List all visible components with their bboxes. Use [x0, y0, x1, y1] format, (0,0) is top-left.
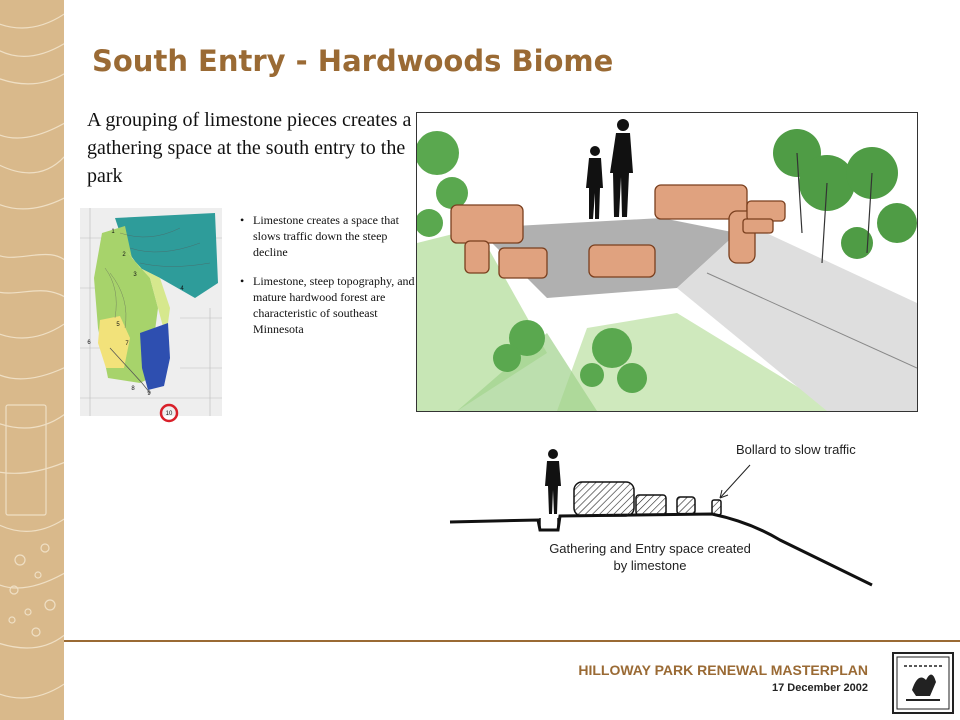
- callout-bollard: Bollard to slow traffic: [736, 442, 856, 457]
- section-diagram: [440, 440, 900, 600]
- map-point-7: 7: [125, 341, 129, 347]
- map-point-3: 3: [133, 272, 137, 278]
- bullet-item: Limestone creates a space that slows tra…: [240, 212, 420, 260]
- map-point-1: 1: [111, 229, 115, 235]
- map-point-8: 8: [131, 386, 135, 392]
- map-point-9: 9: [147, 391, 151, 397]
- perspective-sketch: [416, 112, 918, 412]
- contour-pattern: [0, 13, 64, 699]
- person-silhouette: [545, 449, 561, 514]
- footer-date: 17 December 2002: [771, 682, 868, 694]
- map-point-10: 10: [166, 411, 173, 417]
- slide-title: South Entry - Hardwoods Biome: [92, 44, 614, 78]
- bullet-list: Limestone creates a space that slows tra…: [240, 212, 420, 350]
- highlight-marker: 10: [159, 403, 179, 423]
- callout-gathering: Gathering and Entry space created by lim…: [549, 541, 751, 573]
- site-map: 1 2 3 4 5 6 7 8 9: [80, 208, 222, 416]
- topographic-sidebar: [0, 0, 64, 720]
- bullet-item: Limestone, steep topography, and mature …: [240, 273, 420, 337]
- footer-project-title: HILLOWAY PARK RENEWAL MASTERPLAN: [578, 662, 868, 678]
- map-point-5: 5: [116, 322, 120, 328]
- map-point-2: 2: [122, 252, 126, 258]
- kestrel-design-group-logo: [892, 652, 954, 714]
- footer-divider: [64, 640, 960, 642]
- intro-text: A grouping of limestone pieces creates a…: [87, 109, 412, 187]
- map-point-6: 6: [87, 340, 91, 346]
- map-point-4: 4: [180, 286, 184, 292]
